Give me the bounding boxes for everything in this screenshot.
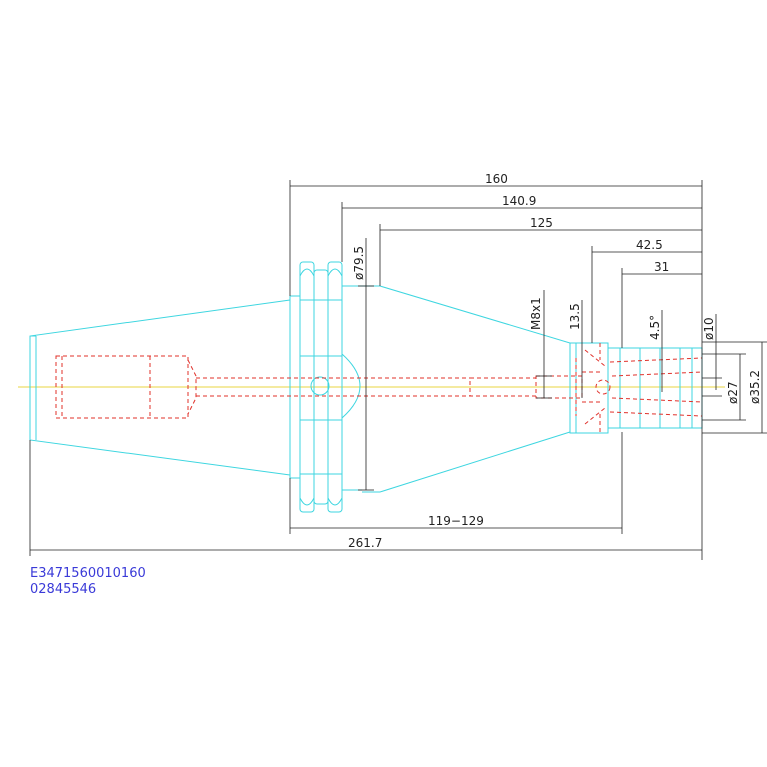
dim-261-7: 261.7 — [348, 536, 382, 550]
collet-nut — [569, 342, 703, 434]
dim-140-9: 140.9 — [502, 194, 536, 208]
dim-79-5: ø79.5 — [352, 246, 366, 280]
part-code-1: E3471560010160 — [30, 566, 146, 581]
part-code-2: 02845546 — [30, 582, 97, 597]
dim-27: ø27 — [726, 381, 740, 404]
dim-35-2: ø35.2 — [748, 370, 762, 404]
dimension-lines — [29, 180, 767, 560]
part-codes: E3471560010160 02845546 — [30, 566, 146, 598]
dim-13-5: 13.5 — [568, 303, 582, 330]
dim-42-5: 42.5 — [636, 238, 663, 252]
dim-125: 125 — [530, 216, 553, 230]
dim-119-129: 119−129 — [428, 514, 484, 528]
flange — [289, 261, 362, 513]
dim-4-5-deg: 4.5° — [648, 315, 662, 340]
dim-m8x1: M8x1 — [529, 297, 543, 330]
dim-31: 31 — [654, 260, 669, 274]
taper-shank — [29, 299, 291, 476]
dim-10: ø10 — [702, 317, 716, 340]
dim-160: 160 — [485, 172, 508, 186]
